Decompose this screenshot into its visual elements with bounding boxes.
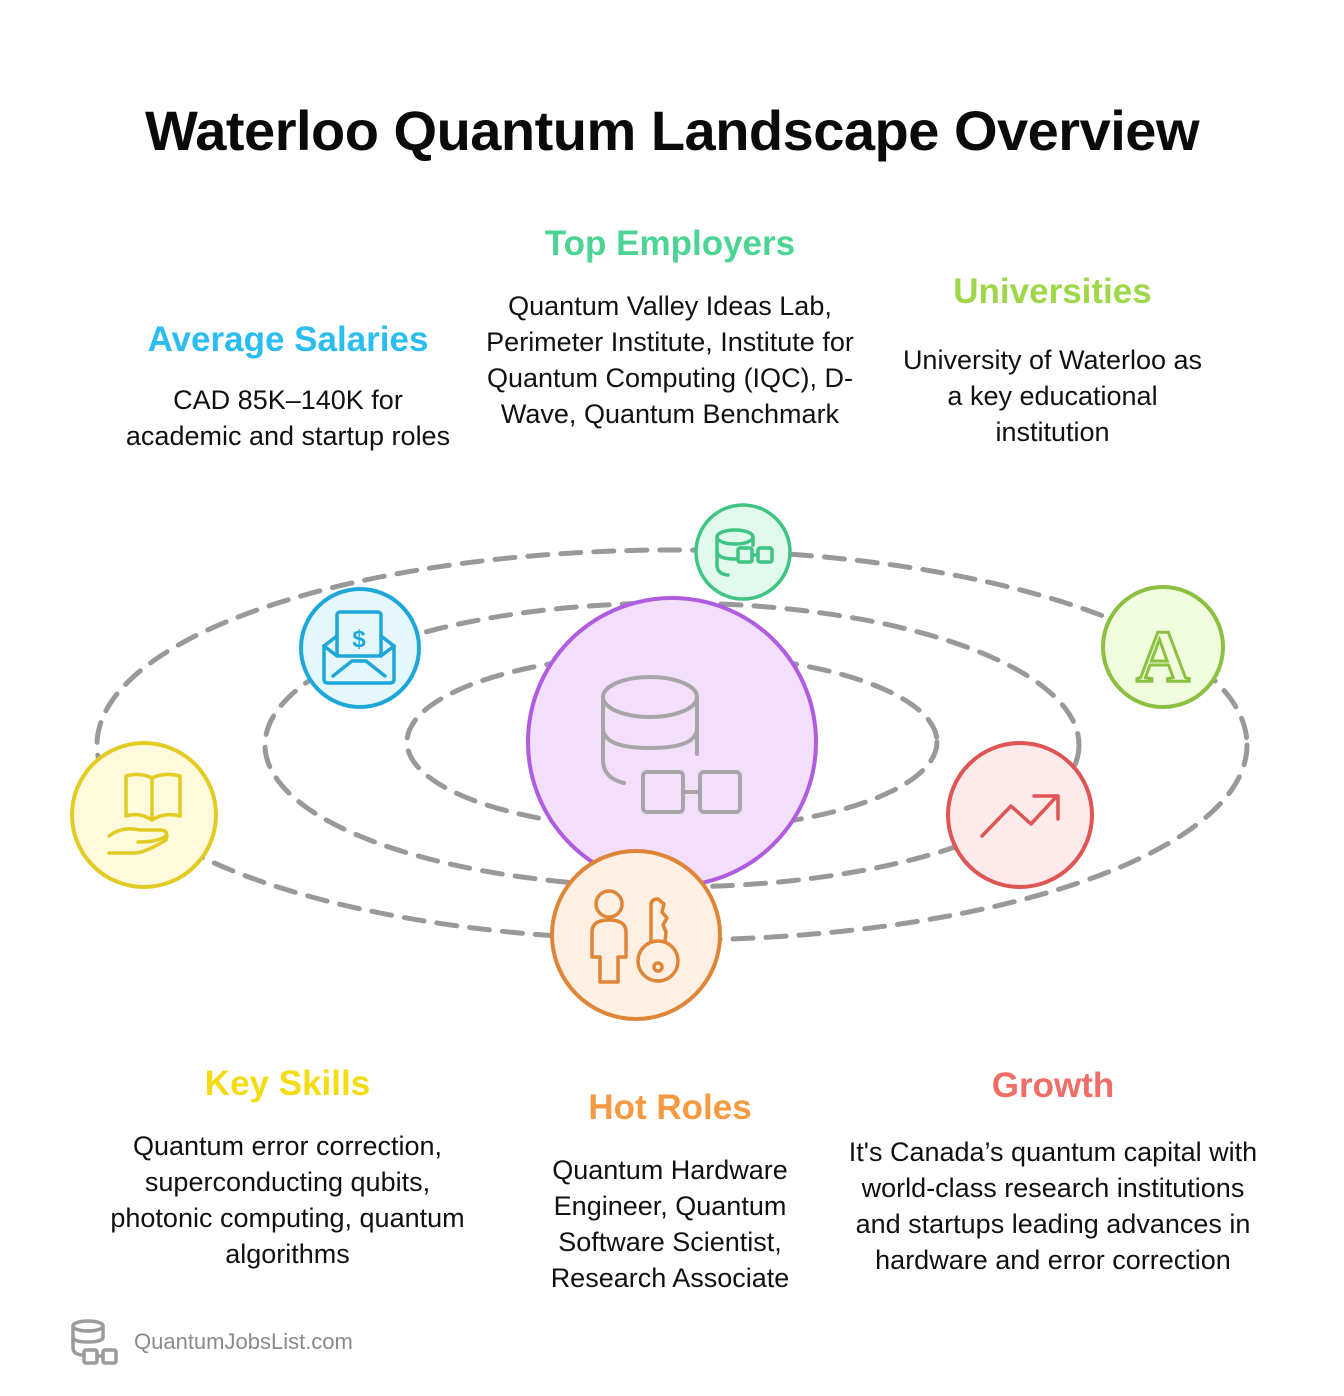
section-universities: Universities University of Waterloo as a… — [895, 270, 1210, 450]
node-universities: A — [1101, 585, 1225, 709]
section-body: It's Canada’s quantum capital with world… — [848, 1137, 1258, 1275]
center-hub — [526, 596, 818, 888]
section-heading: Top Employers — [544, 224, 796, 263]
section-heading: Growth — [991, 1066, 1115, 1105]
section-body: Quantum Valley Ideas Lab, Perimeter Inst… — [486, 291, 854, 429]
section-heading: Key Skills — [204, 1064, 371, 1103]
database-link-icon — [601, 675, 742, 814]
person-key-icon — [590, 889, 680, 984]
hand-book-icon — [107, 772, 182, 855]
trend-up-icon — [980, 794, 1060, 838]
footer-branding: QuantumJobsList.com — [68, 1318, 353, 1366]
node-hot-roles — [550, 849, 722, 1021]
node-key-skills — [70, 741, 218, 889]
letter-a-icon: A — [1136, 616, 1189, 698]
brand-name: QuantumJobsList.com — [134, 1329, 353, 1354]
section-body: Quantum error correction, superconductin… — [110, 1131, 465, 1269]
section-body: Quantum Hardware Engineer, Quantum Softw… — [550, 1155, 790, 1293]
section-hot-roles: Hot Roles Quantum Hardware Engineer, Qua… — [525, 1086, 815, 1296]
node-growth — [946, 741, 1094, 889]
section-heading: Hot Roles — [588, 1088, 752, 1127]
node-average-salaries: $ — [299, 587, 421, 709]
section-growth: Growth It's Canada’s quantum capital wit… — [848, 1064, 1258, 1278]
svg-text:$: $ — [352, 626, 366, 653]
page-title: Waterloo Quantum Landscape Overview — [144, 99, 1200, 162]
section-key-skills: Key Skills Quantum error correction, sup… — [105, 1062, 470, 1272]
node-top-employers — [694, 503, 792, 601]
section-heading: Universities — [953, 272, 1152, 311]
envelope-dollar-icon: $ — [322, 610, 396, 685]
section-body: CAD 85K–140K for academic and startup ro… — [125, 385, 451, 451]
section-average-salaries: Average Salaries CAD 85K–140K for academ… — [98, 318, 478, 454]
database-link-icon — [715, 528, 774, 577]
section-body: University of Waterloo as a key educatio… — [902, 345, 1203, 447]
section-heading: Average Salaries — [147, 320, 429, 359]
logo-icon — [71, 1319, 118, 1365]
section-top-employers: Top Employers Quantum Valley Ideas Lab, … — [455, 222, 885, 432]
